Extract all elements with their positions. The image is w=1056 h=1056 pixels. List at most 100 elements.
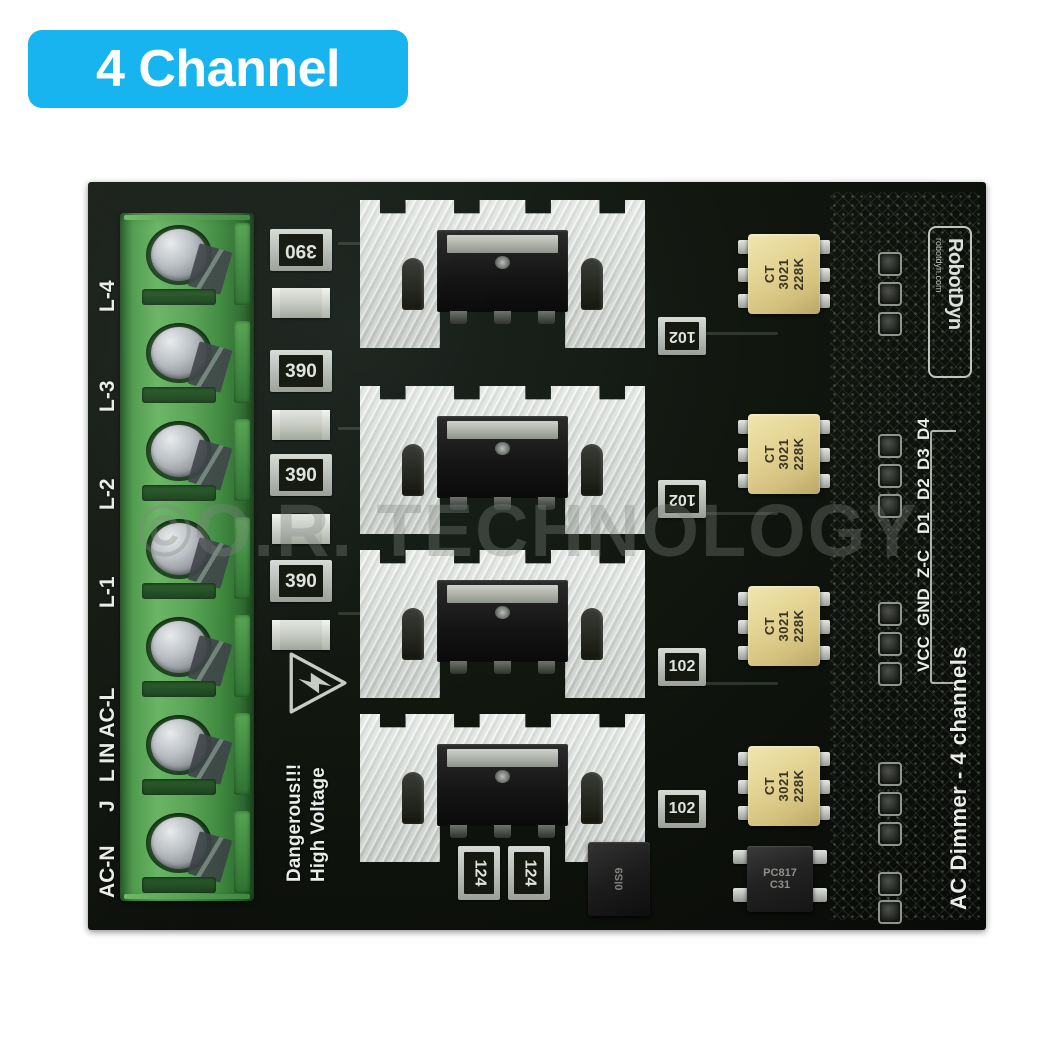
terminal-side-rail: [234, 223, 250, 305]
pin-header-outline: [930, 430, 956, 684]
triac-to220: [436, 229, 569, 325]
heatsink-post: [581, 772, 603, 824]
terminal-side-rail: [234, 517, 250, 599]
terminal-label-l3: L-3: [96, 380, 119, 413]
resistor-code: 390: [285, 570, 317, 592]
triac-metal-tab: [447, 584, 558, 603]
resistor-body: 390: [279, 565, 323, 597]
triac-mount-hole: [494, 770, 511, 784]
smd-resistor-124: 124: [458, 846, 500, 900]
wire-entry-slot: [142, 681, 216, 697]
triac-heatsink-assembly: [360, 200, 645, 348]
resistor-code: 102: [668, 800, 696, 817]
resistor-code: 390: [285, 464, 317, 486]
terminal-screw: [151, 425, 233, 491]
heatsink-post: [402, 444, 424, 496]
terminal-label-ac-n: AC-N: [96, 845, 119, 899]
terminal-screw: [151, 817, 233, 883]
sot23-transistor: 0lS9: [588, 842, 650, 916]
heatsink-post: [402, 608, 424, 660]
optocoupler-markings: CT 3021 228K: [744, 238, 824, 310]
pc817-mark-line2: C31: [769, 879, 791, 891]
smd-resistor-102: 102: [658, 790, 706, 828]
smd-pad: [878, 792, 902, 816]
opto-mark-line1: CT: [761, 776, 777, 796]
terminal-label-l2: L-2: [96, 478, 119, 511]
smd-pad: [878, 822, 902, 846]
screw-slot: [187, 439, 233, 491]
resistor-body: 390: [279, 234, 323, 266]
opto-mark-line1: CT: [761, 264, 777, 284]
terminal-screw: [151, 229, 233, 295]
smd-capacitor: [272, 620, 330, 650]
triac-legs: [450, 310, 555, 325]
opto-mark-line3: 228K: [790, 437, 806, 471]
terminal-screw-cell: [120, 313, 254, 411]
terminal-screw: [151, 523, 233, 589]
screw-slot: [187, 243, 233, 295]
terminal-bottom-rail: [124, 894, 250, 899]
screw-slot: [187, 635, 233, 687]
opto-mark-line1: CT: [761, 444, 777, 464]
pin-label-zc: Z-C: [914, 549, 933, 578]
smd-resistor-124: 124: [508, 846, 550, 900]
opto-mark-line2: 3021: [776, 610, 792, 642]
smd-capacitor: [272, 288, 330, 318]
pin-label-gnd: GND: [914, 588, 933, 626]
resistor-code: 124: [470, 859, 488, 887]
robotdyn-site-text: robotdyn.com: [934, 238, 945, 293]
triac-metal-tab: [447, 234, 558, 253]
screw-slot: [187, 537, 233, 589]
pcb-trace: [688, 682, 778, 685]
heatsink-post: [581, 444, 603, 496]
smd-pad: [878, 762, 902, 786]
via-fill-pattern: [830, 192, 980, 920]
terminal-screw-cell: [120, 607, 254, 705]
terminal-top-rail: [124, 215, 250, 220]
smd-pad: [878, 900, 902, 924]
terminal-label-l4: L-4: [96, 280, 119, 313]
optocoupler-package: CT 3021 228K: [748, 586, 820, 666]
warning-line-1: Dangerous!!!: [284, 763, 305, 882]
triac-to220: [436, 743, 569, 839]
optocoupler-moc3021: CT 3021 228K: [738, 230, 830, 318]
terminal-screw: [151, 327, 233, 393]
ground-hatch-pattern: [830, 192, 980, 920]
robotdyn-logo: RobotDyn robotdyn.com: [928, 226, 972, 378]
smd-pad: [878, 494, 902, 518]
triac-mount-hole: [494, 606, 511, 620]
pcb-trace: [688, 512, 778, 515]
resistor-body: 124: [464, 852, 494, 894]
smd-resistor-102: 102: [658, 480, 706, 518]
terminal-screw: [151, 621, 233, 687]
resistor-code: 390: [285, 239, 317, 261]
smd-capacitor: [272, 514, 330, 544]
channel-count-badge-label: 4 Channel: [96, 40, 341, 98]
wire-entry-slot: [142, 485, 216, 501]
heatsink-post: [581, 608, 603, 660]
channel-count-badge: 4 Channel: [28, 30, 408, 108]
optocoupler-moc3021: CT 3021 228K: [738, 410, 830, 498]
terminal-screw-cell: [120, 215, 254, 313]
smd-resistor-102: 102: [658, 648, 706, 686]
triac-legs: [450, 824, 555, 839]
smd-resistor-390: 390: [270, 560, 332, 602]
terminal-screw: [151, 719, 233, 785]
wire-entry-slot: [142, 289, 216, 305]
resistor-body: 390: [279, 459, 323, 491]
optocoupler-markings: CT 3021 228K: [744, 418, 824, 490]
terminal-side-rail: [234, 321, 250, 403]
smd-resistor-390: 390: [270, 350, 332, 392]
triac-metal-tab: [447, 420, 558, 439]
smd-pad: [878, 662, 902, 686]
pin-label-d4: D4: [914, 418, 933, 440]
pcb-board: L-4 L-3 L-2 L-1 L IN AC-L J AC-N 390 390…: [88, 182, 986, 930]
heatsink-post: [402, 258, 424, 310]
resistor-code: 390: [285, 360, 317, 382]
triac-to220: [436, 579, 569, 675]
opto-mark-line3: 228K: [790, 609, 806, 643]
triac-heatsink-assembly: [360, 386, 645, 534]
resistor-code: 102: [668, 491, 696, 508]
opto-mark-line2: 3021: [776, 770, 792, 802]
terminal-label-l1: L-1: [96, 576, 119, 609]
